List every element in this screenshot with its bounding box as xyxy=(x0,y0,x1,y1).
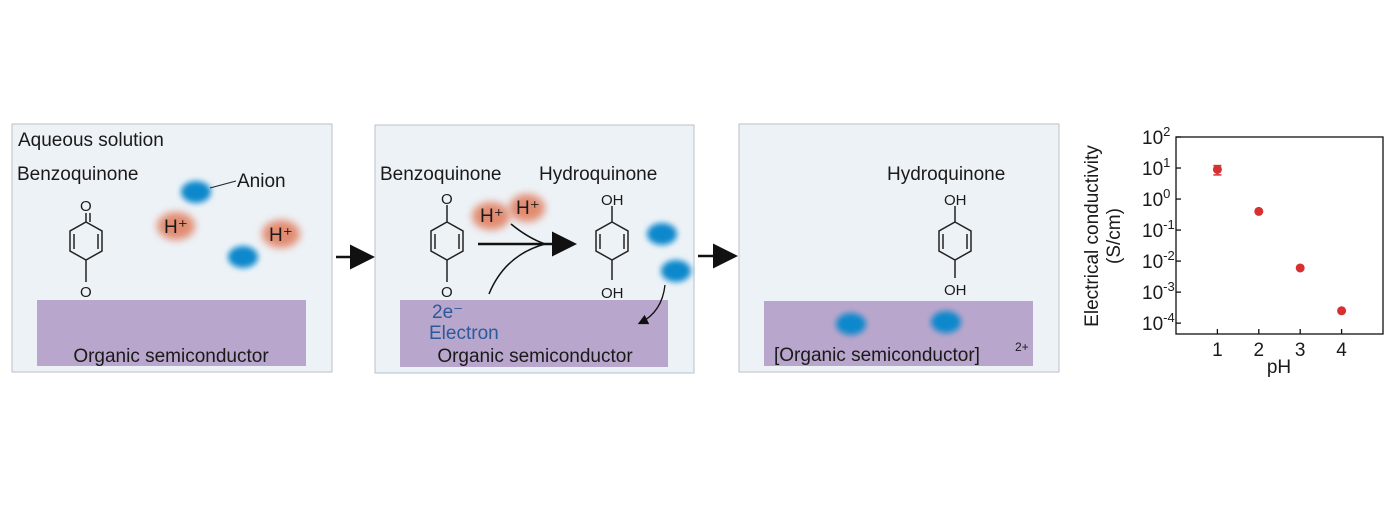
y-tick-exponent: -2 xyxy=(1163,248,1175,263)
hydroxyl-label-bottom: OH xyxy=(944,282,967,299)
y-tick-base: 10 xyxy=(1142,159,1163,180)
hydroxyl-label-top: OH xyxy=(944,192,967,209)
hydroquinone-structure xyxy=(938,206,972,278)
y-tick-exponent: -3 xyxy=(1163,279,1175,294)
plot-frame xyxy=(1175,136,1384,335)
y-tick-exponent: 1 xyxy=(1163,155,1170,170)
proton-icon xyxy=(509,194,545,222)
semiconductor-layer xyxy=(764,301,1033,366)
x-axis-label: pH xyxy=(1267,357,1291,378)
semiconductor-label: [Organic semiconductor] xyxy=(774,345,980,366)
oxygen-label-bottom: O xyxy=(441,284,453,301)
electron-count: 2e⁻ xyxy=(432,302,463,323)
y-tick-exponent: 2 xyxy=(1163,124,1170,139)
anion-label: Anion xyxy=(237,171,286,192)
benzoquinone-structure xyxy=(69,213,103,282)
anion-icon xyxy=(931,311,961,333)
y-tick-exponent: -4 xyxy=(1163,310,1175,325)
semiconductor-layer xyxy=(400,300,668,367)
data-point xyxy=(1337,306,1347,316)
data-point xyxy=(1254,206,1264,216)
hydroquinone-structure xyxy=(595,206,629,280)
y-tick-label: 101 xyxy=(1142,155,1170,180)
panel-doped-state: Hydroquinone OH OH [Organic semiconducto… xyxy=(738,123,1060,373)
data-point xyxy=(1295,263,1305,273)
y-tick-base: 10 xyxy=(1142,221,1163,242)
proton-path-icon xyxy=(510,223,546,245)
y-tick-base: 10 xyxy=(1142,190,1163,211)
hydroxyl-label-top: OH xyxy=(601,192,624,209)
x-tick-label: 2 xyxy=(1254,340,1265,361)
y-axis-label: Electrical conductivity xyxy=(1082,145,1103,327)
anion-icon xyxy=(661,260,691,282)
semiconductor-label: Organic semiconductor xyxy=(73,346,269,367)
y-tick-label: 10-1 xyxy=(1142,217,1175,242)
y-tick-base: 10 xyxy=(1142,283,1163,304)
data-point xyxy=(1212,164,1222,174)
x-tick-label: 4 xyxy=(1336,340,1347,361)
proton-label: H⁺ xyxy=(516,198,540,219)
panel-title: Aqueous solution xyxy=(18,130,164,151)
proton-icon xyxy=(157,212,195,240)
anion-icon xyxy=(181,181,211,203)
y-tick-base: 10 xyxy=(1142,128,1163,149)
benzoquinone-label: Benzoquinone xyxy=(380,164,502,185)
semiconductor-layer xyxy=(37,300,306,366)
y-tick-base: 10 xyxy=(1142,252,1163,273)
x-tick-label: 3 xyxy=(1295,340,1306,361)
oxygen-label-top: O xyxy=(80,198,92,215)
y-tick-label: 100 xyxy=(1142,186,1170,211)
proton-label: H⁺ xyxy=(164,217,188,238)
panel-reaction: Benzoquinone Hydroquinone O O OH OH H⁺ H… xyxy=(374,124,695,374)
hydroquinone-label: Hydroquinone xyxy=(887,164,1005,185)
anion-pointer-line xyxy=(209,180,237,189)
y-tick-base: 10 xyxy=(1142,314,1163,335)
panel-initial-state: Aqueous solution Benzoquinone O O Anion … xyxy=(11,123,333,373)
proton-icon xyxy=(262,220,300,248)
y-tick-label: 10-2 xyxy=(1142,248,1175,273)
y-tick-label: 10-3 xyxy=(1142,279,1175,304)
charge-superscript: 2+ xyxy=(1015,340,1029,354)
y-tick-label: 10-4 xyxy=(1142,310,1175,335)
y-tick-exponent: -1 xyxy=(1163,217,1175,232)
proton-icon xyxy=(472,202,510,230)
x-tick-label: 1 xyxy=(1212,340,1223,361)
oxygen-label-bottom: O xyxy=(80,284,92,301)
proton-label: H⁺ xyxy=(269,225,293,246)
proton-label: H⁺ xyxy=(480,206,504,227)
y-axis-unit: (S/cm) xyxy=(1104,208,1125,264)
hydroquinone-label: Hydroquinone xyxy=(539,164,657,185)
anion-icon xyxy=(836,313,866,335)
benzoquinone-label: Benzoquinone xyxy=(17,164,139,185)
y-tick-label: 102 xyxy=(1142,124,1170,149)
electron-path-icon xyxy=(488,243,546,295)
semiconductor-label: Organic semiconductor xyxy=(437,346,633,367)
y-tick-exponent: 0 xyxy=(1163,186,1170,201)
hydroxyl-label-bottom: OH xyxy=(601,285,624,302)
anion-icon xyxy=(647,223,677,245)
oxygen-label-top: O xyxy=(441,191,453,208)
benzoquinone-structure xyxy=(430,205,464,282)
anion-insertion-arrow-icon xyxy=(637,284,666,325)
anion-icon xyxy=(228,246,258,268)
electron-label: Electron xyxy=(429,323,499,344)
